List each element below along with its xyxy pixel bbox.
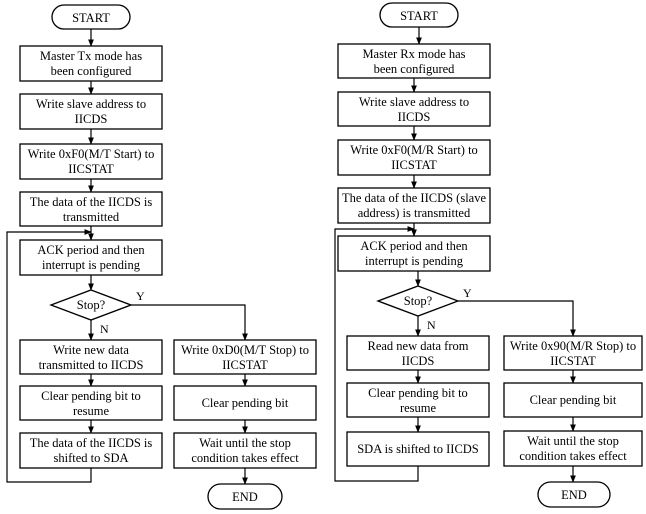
- rx-connectors: [334, 27, 576, 483]
- tx-connectors: [6, 29, 248, 485]
- rx-no-label: N: [427, 318, 436, 332]
- tx-step-write-start: [19, 143, 163, 180]
- rx-stop-decision-label: Stop?: [404, 294, 433, 308]
- tx-end-label: END: [232, 490, 258, 504]
- tx-yes-label: Y: [136, 289, 145, 303]
- rx-step-configure: [337, 43, 491, 79]
- rx-end-label: END: [561, 488, 587, 502]
- tx-step-clear-pending-label: Clear pending bit: [202, 396, 289, 410]
- rx-step-clear-pending: [503, 382, 643, 418]
- rx-step-shift-iicds-label: SDA is shifted to IICDS: [357, 442, 479, 456]
- tx-start-label: START: [72, 11, 110, 25]
- rx-step-clear-pending-resume: [346, 382, 490, 418]
- rx-yes-label: Y: [463, 286, 472, 300]
- rx-start-label: START: [400, 9, 438, 23]
- rx-step-read-new-data: [346, 335, 490, 371]
- tx-no-label: N: [100, 322, 109, 336]
- tx-step-transmit: [19, 191, 163, 227]
- tx-step-write-stop: [173, 339, 317, 375]
- tx-step-ack: [19, 239, 163, 276]
- tx-stop-decision-label: Stop?: [77, 298, 106, 312]
- tx-step-write-new-data: [19, 339, 163, 375]
- rx-step-ack: [337, 235, 491, 272]
- tx-step-configure: [19, 45, 163, 82]
- rx-step-clear-pending-label: Clear pending bit: [530, 393, 617, 407]
- tx-step-wait-stop: [173, 432, 317, 469]
- rx-step-transmit-address: [337, 187, 491, 224]
- tx-step-shift-sda: [19, 432, 163, 469]
- tx-step-clear-pending: [173, 385, 317, 421]
